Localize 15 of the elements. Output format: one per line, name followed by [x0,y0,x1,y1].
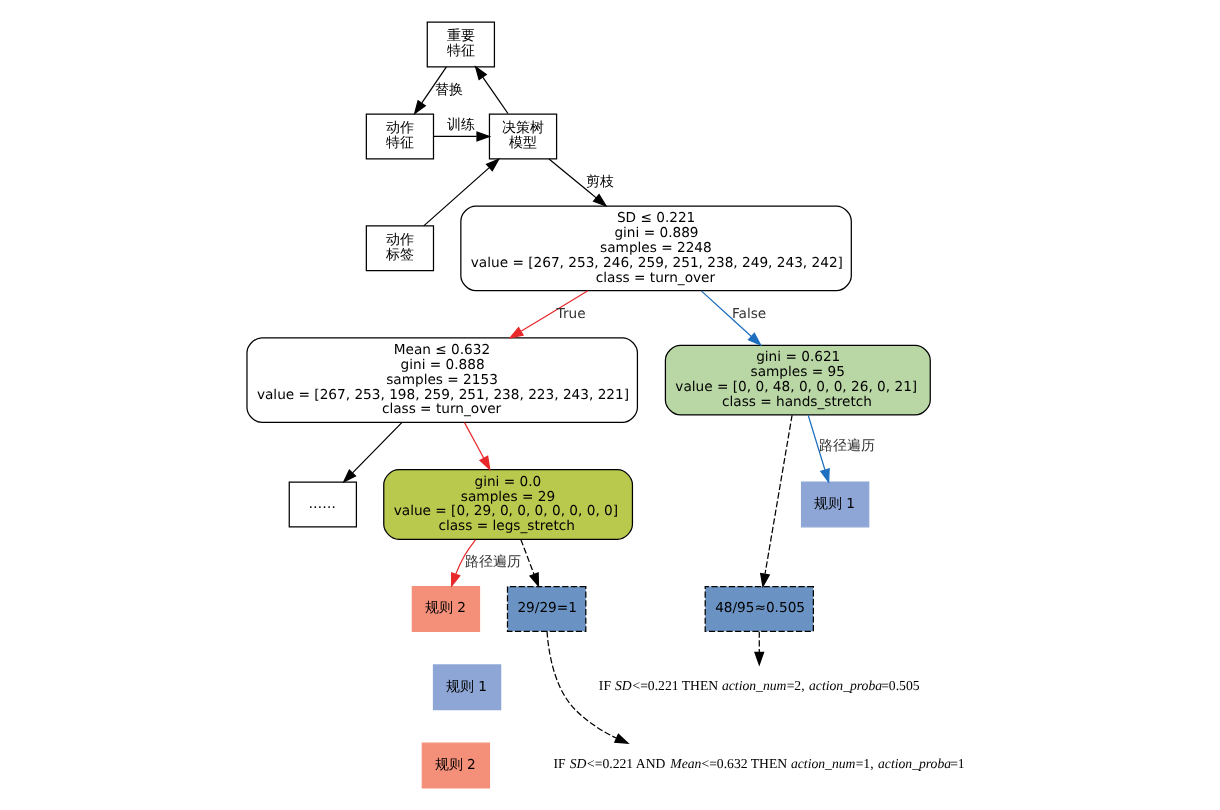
arrow [545,630,629,744]
arrow [450,539,476,588]
arrow [412,66,447,116]
arrow [431,131,491,142]
arrow [519,539,539,588]
arrow [473,65,508,115]
arrow [422,158,500,227]
arrow [758,414,792,589]
arrow [753,631,764,667]
arrow [806,414,829,484]
arrow [462,422,490,471]
arrow [547,158,607,208]
arrow [507,290,588,339]
arrow [699,290,761,347]
arrow [341,422,402,484]
